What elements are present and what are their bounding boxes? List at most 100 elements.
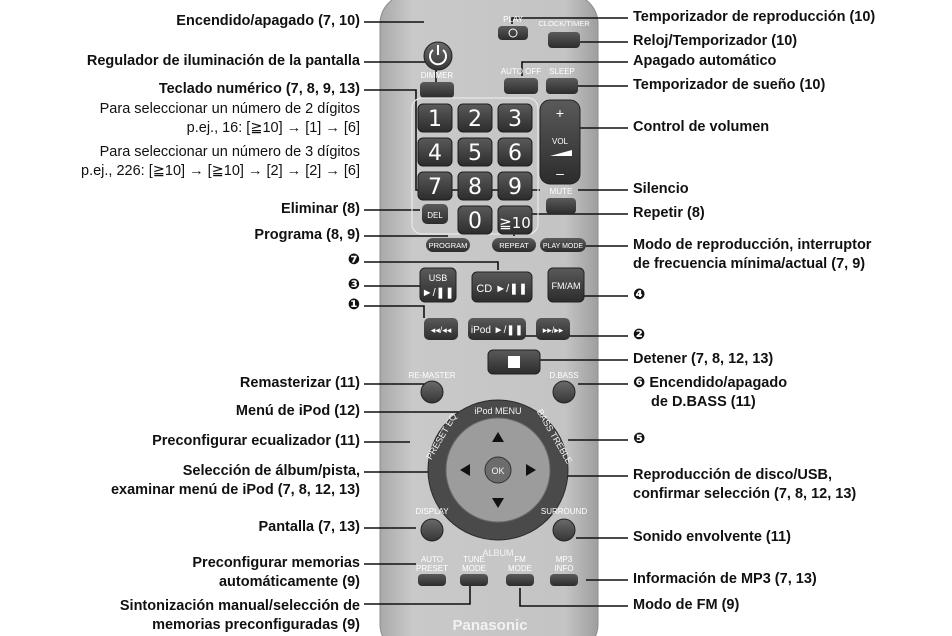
forward-icon: ▸▸/▸▸ [543,325,564,335]
digit-key-8-label: 8 [468,175,482,200]
label-repeat: Repetir (8) [633,205,705,221]
mute-button[interactable]: MUTE [546,187,576,214]
delete-button[interactable]: DEL [422,204,448,224]
label-power: Encendido/apagado (7, 10) [176,13,360,29]
ipod-play-pause-button[interactable]: iPod ►/❚❚ [468,318,526,340]
stop-icon [508,356,520,368]
svg-text:REPEAT: REPEAT [499,241,529,250]
label-three-digits-1: Para seleccionar un número de 3 dígitos [99,144,360,160]
digit-key-1[interactable]: 1 [417,103,453,133]
brand-logo: Panasonic [452,617,527,634]
svg-text:MODE: MODE [462,564,486,573]
callout-4: ❹ [633,287,646,303]
label-ipod-menu: Menú de iPod (12) [235,403,360,419]
skip-back-button[interactable]: ◂◂/◂◂ [424,318,458,340]
play-pause-icon: ►/❚❚ [422,287,454,299]
play-mode-button[interactable]: PLAY MODE [540,238,586,252]
svg-text:SLEEP: SLEEP [549,67,575,76]
usb-play-pause-button[interactable]: USB ►/❚❚ [419,267,457,303]
svg-text:MP3: MP3 [556,555,573,564]
label-auto-preset-1: Preconfigurar memorias [192,555,360,571]
display-button[interactable]: DISPLAY [415,507,449,542]
volume-rocker[interactable]: + VOL – [539,99,581,185]
play-timer-button[interactable]: PLAY [498,15,528,40]
label-album-1: Selección de álbum/pista, [182,463,360,479]
leader-fm-mode [519,588,628,607]
nav-left-icon [460,464,470,476]
mp3-info-button[interactable]: MP3 INFO [550,555,578,586]
surround-button[interactable]: SURROUND [541,507,587,542]
repeat-button[interactable]: REPEAT [492,238,536,252]
nav-up-icon [492,432,504,442]
label-dbass-1: ❻ Encendido/apagado [633,375,788,391]
ok-button [484,456,512,484]
dimmer-button[interactable]: DIMMER [420,71,454,98]
digit-key-5-label: 5 [468,141,482,166]
digit-key-5[interactable]: 5 [457,137,493,167]
label-program: Programa (8, 9) [254,227,360,243]
label-dimmer: Regulador de iluminación de la pantalla [86,53,360,69]
label-auto-off: Apagado automático [633,53,777,69]
digit-key-6[interactable]: 6 [497,137,533,167]
digit-key-4[interactable]: 4 [417,137,453,167]
digit-key-0[interactable]: 0 [457,205,493,235]
label-tune-mode-2: memorias preconfiguradas (9) [152,617,360,633]
svg-text:MODE: MODE [508,564,532,573]
svg-text:MUTE: MUTE [550,187,573,196]
leader-n1 [364,305,425,318]
label-tune-mode-1: Sintonización manual/selección de [119,598,360,614]
svg-text:D.BASS: D.BASS [549,371,578,380]
svg-text:FM: FM [514,555,526,564]
label-play-mode-1: Modo de reproducción, interruptor [633,237,872,253]
leader-auto-off [521,61,628,76]
svg-text:SURROUND: SURROUND [541,507,587,516]
stop-button[interactable] [487,349,541,375]
power-button[interactable] [423,41,453,71]
dbass-button[interactable]: D.BASS [549,371,579,404]
digit-key-7[interactable]: 7 [417,171,453,201]
auto-off-button[interactable]: AUTO OFF [501,67,541,94]
svg-text:USB: USB [429,273,448,283]
ten-plus-key[interactable]: ≧10 [497,205,533,235]
digit-key-8[interactable]: 8 [457,171,493,201]
clock-timer-button[interactable]: CLOCK/TIMER [538,19,590,48]
navigation-pad[interactable]: OK [427,399,569,541]
volume-ramp-icon [550,150,572,156]
digit-key-2-label: 2 [468,107,482,132]
digit-key-3[interactable]: 3 [497,103,533,133]
label-ok-1: Reproducción de disco/USB, [633,467,832,483]
leader-tune-mode [364,586,471,605]
svg-text:–: – [556,165,564,181]
ipod-menu-label: iPod MENU [474,406,521,416]
digit-key-2[interactable]: 2 [457,103,493,133]
label-two-digits-2: p.ej., 16: [≧10] → [1] → [6] [186,120,360,136]
label-fm-mode: Modo de FM (9) [633,597,740,613]
program-button[interactable]: PROGRAM [426,238,470,252]
label-two-digits-1: Para seleccionar un número de 2 dígitos [99,101,360,117]
ten-plus-key-label: ≧10 [499,214,531,232]
fm-am-button[interactable]: FM/AM [547,267,585,303]
skip-forward-button[interactable]: ▸▸/▸▸ [536,318,570,340]
leader-play-timer [511,17,628,24]
digit-key-0-label: 0 [468,209,482,234]
digit-key-6-label: 6 [508,141,522,166]
label-mp3-info: Información de MP3 (7, 13) [633,571,817,587]
label-auto-preset-2: automáticamente (9) [218,574,360,590]
cd-play-pause-button[interactable]: CD ►/❚❚ [471,271,533,303]
sleep-button[interactable]: SLEEP [546,67,578,94]
remaster-button[interactable]: RE-MASTER [408,371,456,404]
clock-icon [508,28,518,38]
svg-text:DISPLAY: DISPLAY [415,507,449,516]
auto-preset-button[interactable]: AUTO PRESET [416,555,448,586]
album-label: ALBUM [482,548,513,558]
tune-mode-button[interactable]: TUNE MODE [460,555,488,586]
svg-text:PROGRAM: PROGRAM [429,241,468,250]
label-volume: Control de volumen [633,119,770,135]
label-dbass-2: de D.BASS (11) [651,394,756,410]
digit-key-9[interactable]: 9 [497,171,533,201]
svg-text:+: + [556,105,564,121]
fm-mode-button[interactable]: FM MODE [506,555,534,586]
callout-7: ❼ [347,252,360,268]
